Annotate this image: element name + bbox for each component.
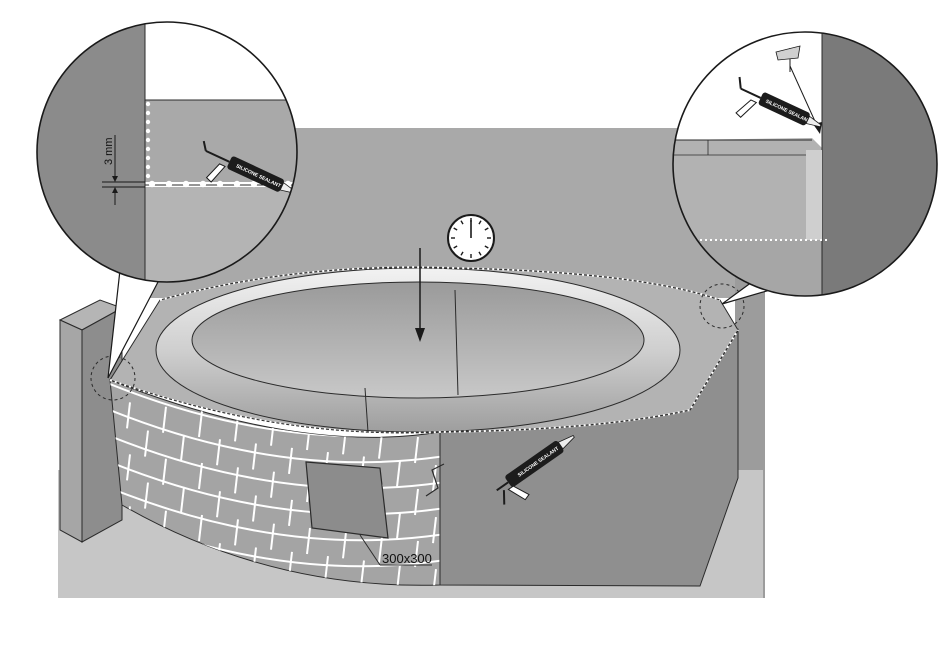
tile-joint xyxy=(433,621,436,647)
tile-joint xyxy=(253,600,256,626)
sealant-dot xyxy=(166,181,172,187)
access-panel-label: 300x300 xyxy=(382,551,432,566)
sealant-dot xyxy=(149,181,155,187)
tub-basin xyxy=(192,282,644,398)
sealant-dot xyxy=(146,156,150,160)
sealant-dot xyxy=(146,129,150,133)
tile-joint xyxy=(289,604,292,630)
sealant-dot xyxy=(234,181,240,187)
detail-left-wall xyxy=(30,20,145,290)
sealant-dot xyxy=(146,174,150,178)
sealant-dot xyxy=(217,181,223,187)
sealant-dot xyxy=(200,181,206,187)
tile-joint xyxy=(397,617,400,643)
sealant-dot xyxy=(146,147,150,151)
sealant-dot xyxy=(146,102,150,106)
tile-joint xyxy=(361,612,364,638)
sealant-dot xyxy=(183,181,189,187)
sealant-dot xyxy=(146,165,150,169)
tile-joint xyxy=(217,595,220,621)
gap-dimension-label: 3 mm xyxy=(103,138,115,166)
detail-right-wall xyxy=(822,30,950,300)
sealant-dot xyxy=(146,120,150,124)
sealant-dot xyxy=(146,111,150,115)
tile-joint xyxy=(325,608,328,634)
clock-icon xyxy=(448,215,494,261)
sealant-dot xyxy=(146,138,150,142)
